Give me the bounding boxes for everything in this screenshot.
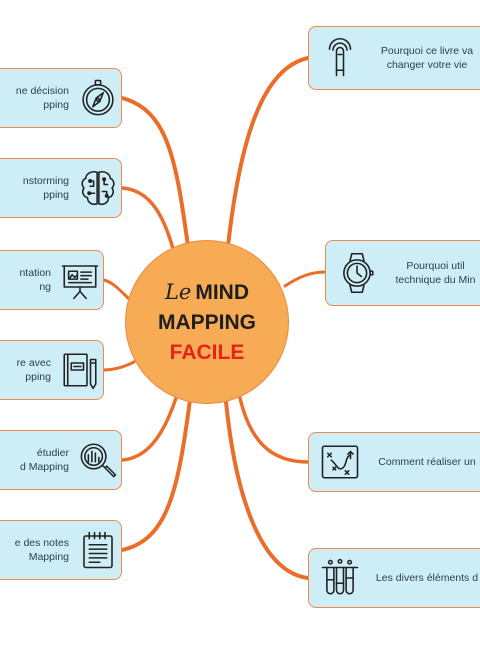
test-tubes-icon bbox=[317, 555, 363, 601]
center-prefix: Le bbox=[164, 279, 192, 304]
center-title-line1: MIND bbox=[195, 280, 250, 304]
center-title-line3: FACILE bbox=[169, 340, 245, 364]
branch-right-2 bbox=[283, 270, 327, 288]
wristwatch-icon bbox=[334, 250, 380, 296]
branch-left-6 bbox=[120, 398, 192, 552]
branch-left-1 bbox=[120, 96, 190, 248]
branch-left-4 bbox=[102, 360, 136, 372]
notebook-pencil-icon bbox=[57, 347, 103, 393]
presentation-board-icon bbox=[57, 257, 103, 303]
branch-left-3 bbox=[102, 278, 132, 302]
strategy-map-icon bbox=[317, 439, 363, 485]
compass-icon bbox=[75, 75, 121, 121]
branch-right-4 bbox=[224, 400, 310, 580]
center-title-line2: MAPPING bbox=[157, 310, 256, 334]
topic-node-how-to[interactable]: Comment réaliser un bbox=[308, 432, 480, 492]
finger-touch-icon bbox=[317, 35, 363, 81]
branch-left-5 bbox=[120, 390, 180, 462]
notepad-icon bbox=[75, 527, 121, 573]
brain-circuit-icon bbox=[75, 165, 121, 211]
magnifier-chart-icon bbox=[75, 437, 121, 483]
branch-right-1 bbox=[226, 56, 310, 248]
topic-node-elements[interactable]: Les divers éléments d bbox=[308, 548, 480, 608]
branch-right-3 bbox=[238, 396, 310, 464]
